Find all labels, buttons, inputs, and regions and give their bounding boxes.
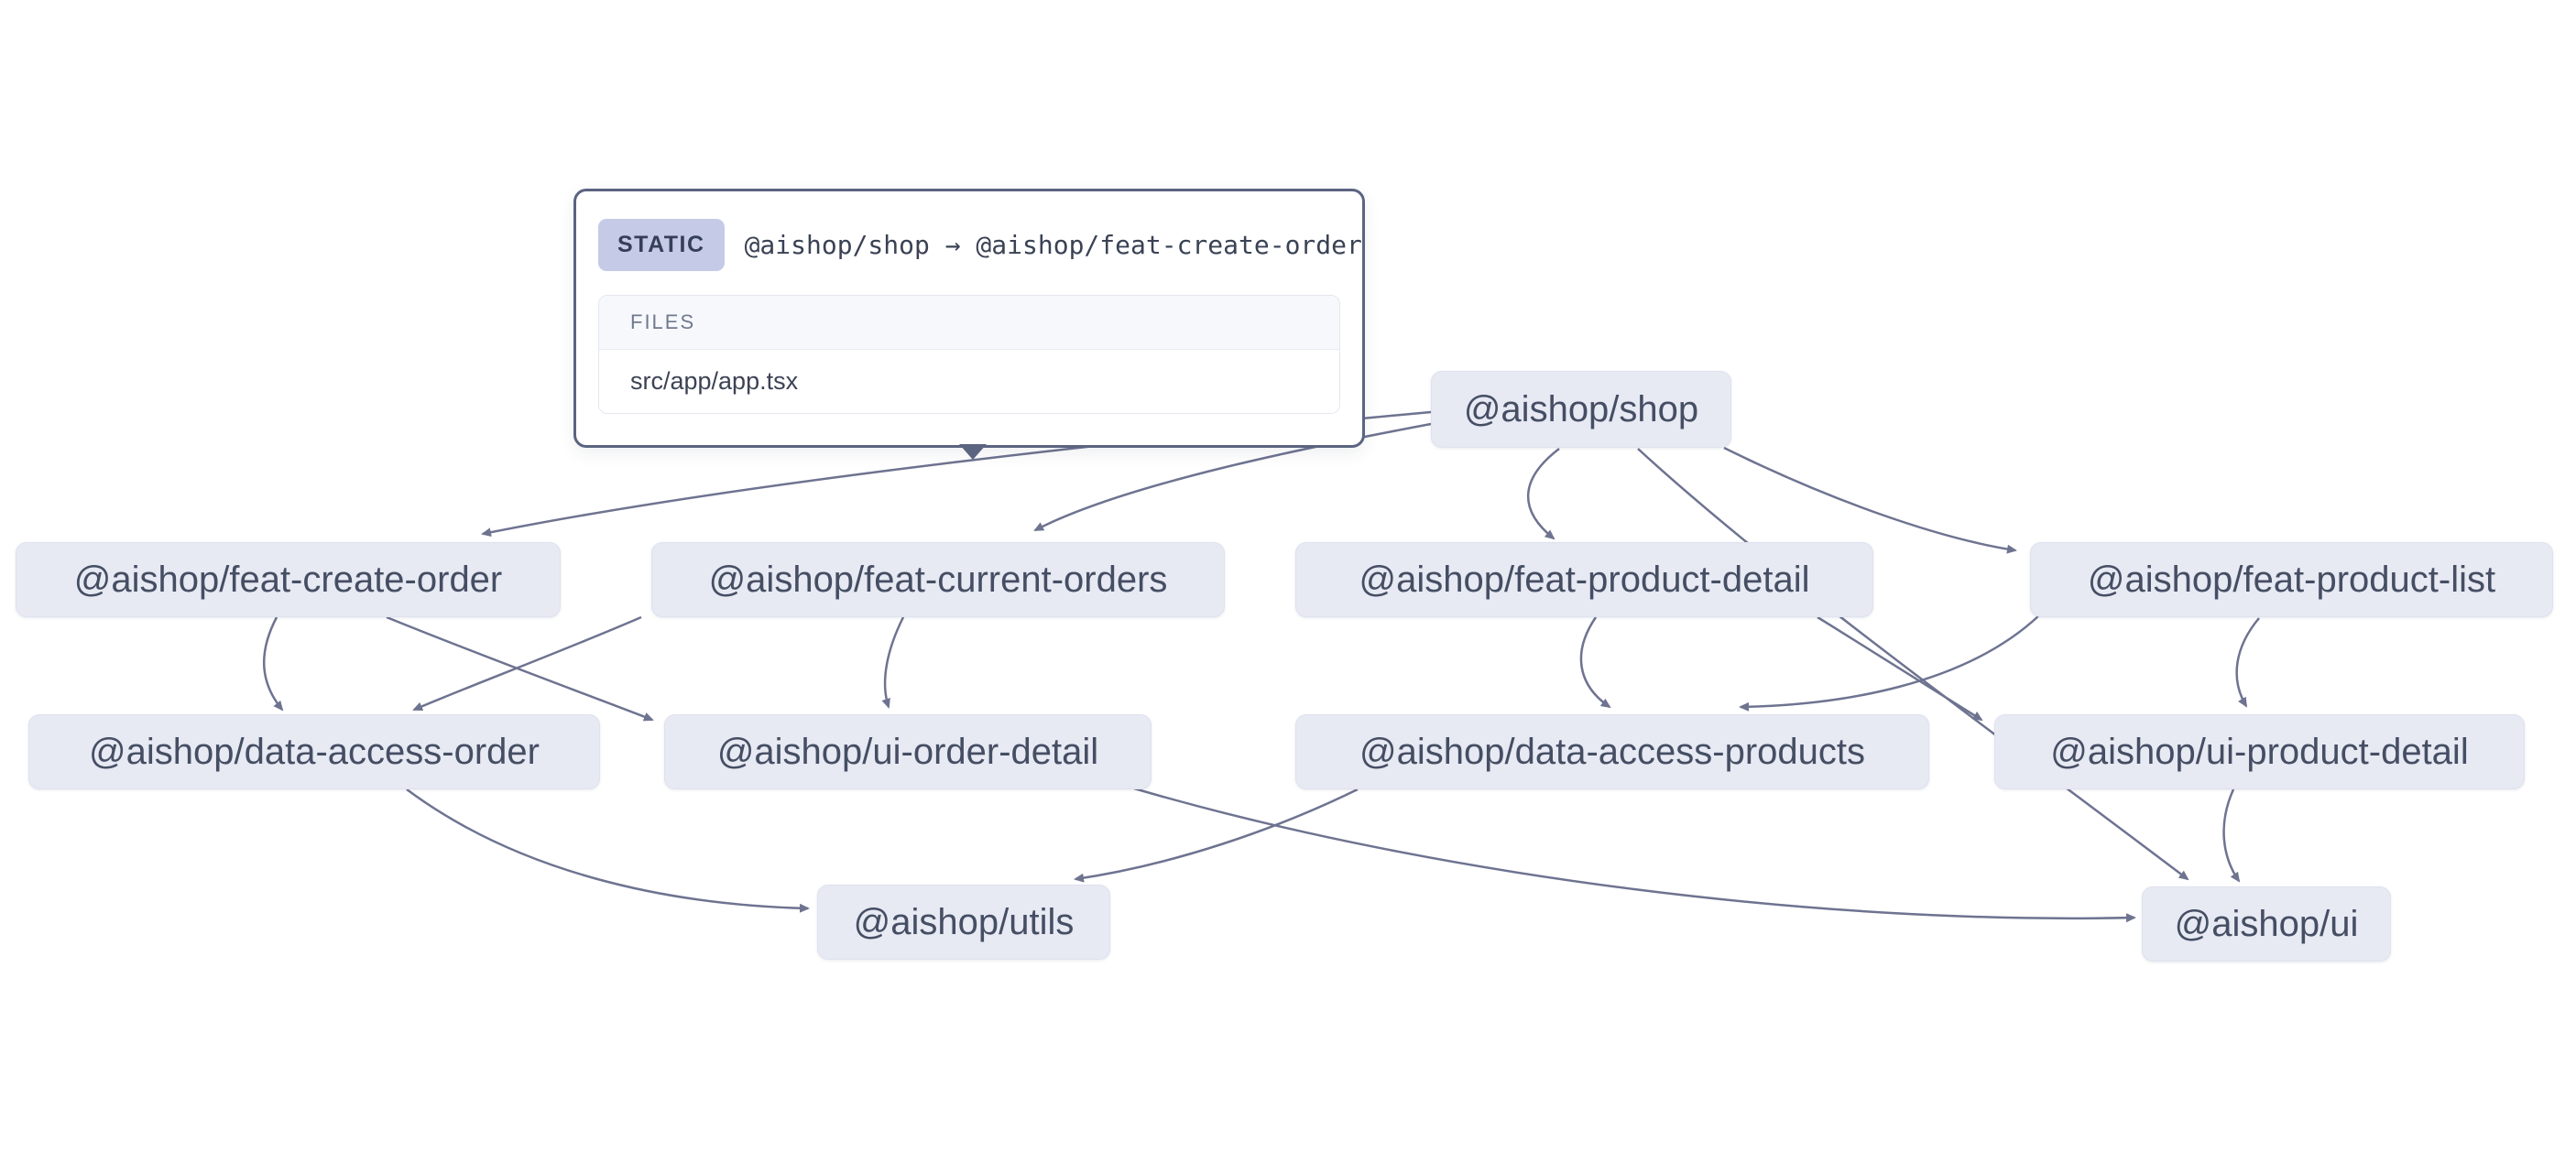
graph-node-ui-product-detail[interactable]: @aishop/ui-product-detail xyxy=(1994,714,2525,789)
graph-node-ui-order-detail[interactable]: @aishop/ui-order-detail xyxy=(664,714,1152,789)
graph-node-shop[interactable]: @aishop/shop xyxy=(1431,371,1731,448)
edges-group xyxy=(262,410,2260,923)
graph-node-feat-current-orders[interactable]: @aishop/feat-current-orders xyxy=(651,542,1225,617)
edge-shop-to-feat-current-orders[interactable] xyxy=(1033,422,1432,532)
edge-tooltip: STATIC @aishop/shop → @aishop/feat-creat… xyxy=(573,189,1365,460)
tooltip-pointer-icon xyxy=(959,444,987,460)
edge-feat-create-order-to-data-access-order[interactable] xyxy=(262,616,284,712)
edge-data-access-order-to-utils[interactable] xyxy=(406,788,810,913)
edge-data-access-products-to-utils[interactable] xyxy=(1074,788,1359,883)
edge-feat-product-list-to-data-access-products[interactable] xyxy=(1739,614,2040,712)
graph-node-data-access-products[interactable]: @aishop/data-access-products xyxy=(1295,714,1929,789)
graph-node-feat-product-list[interactable]: @aishop/feat-product-list xyxy=(2030,542,2553,617)
edge-feat-product-list-to-ui-product-detail[interactable] xyxy=(2235,617,2260,708)
edge-type-badge: STATIC xyxy=(598,219,725,271)
file-rows: src/app/app.tsx xyxy=(599,350,1339,413)
files-box: FILES src/app/app.tsx xyxy=(598,295,1340,414)
edge-shop-to-feat-product-detail[interactable] xyxy=(1527,448,1560,540)
edge-route-text: @aishop/shop → @aishop/feat-create-order xyxy=(744,230,1362,260)
edge-feat-product-detail-to-data-access-products[interactable] xyxy=(1579,616,1611,709)
file-path: src/app/app.tsx xyxy=(599,350,1339,413)
edge-shop-to-ui[interactable] xyxy=(1637,448,2189,881)
edge-feat-current-orders-to-ui-order-detail[interactable] xyxy=(881,616,905,709)
graph-node-data-access-order[interactable]: @aishop/data-access-order xyxy=(28,714,600,789)
edge-feat-create-order-to-ui-order-detail[interactable] xyxy=(386,615,654,722)
edge-shop-to-feat-product-list[interactable] xyxy=(1723,446,2017,554)
edge-ui-order-detail-to-ui[interactable] xyxy=(1133,787,2136,923)
graph-node-ui[interactable]: @aishop/ui xyxy=(2142,886,2391,962)
tooltip-header: STATIC @aishop/shop → @aishop/feat-creat… xyxy=(598,219,1362,271)
files-header-label: FILES xyxy=(599,296,1339,350)
edge-feat-product-detail-to-ui-product-detail[interactable] xyxy=(1817,615,1983,722)
edge-feat-current-orders-to-data-access-order[interactable] xyxy=(412,615,642,712)
graph-node-feat-create-order[interactable]: @aishop/feat-create-order xyxy=(16,542,561,617)
graph-node-feat-product-detail[interactable]: @aishop/feat-product-detail xyxy=(1295,542,1873,617)
edge-ui-product-detail-to-ui[interactable] xyxy=(2222,788,2241,883)
graph-node-utils[interactable]: @aishop/utils xyxy=(817,885,1110,960)
